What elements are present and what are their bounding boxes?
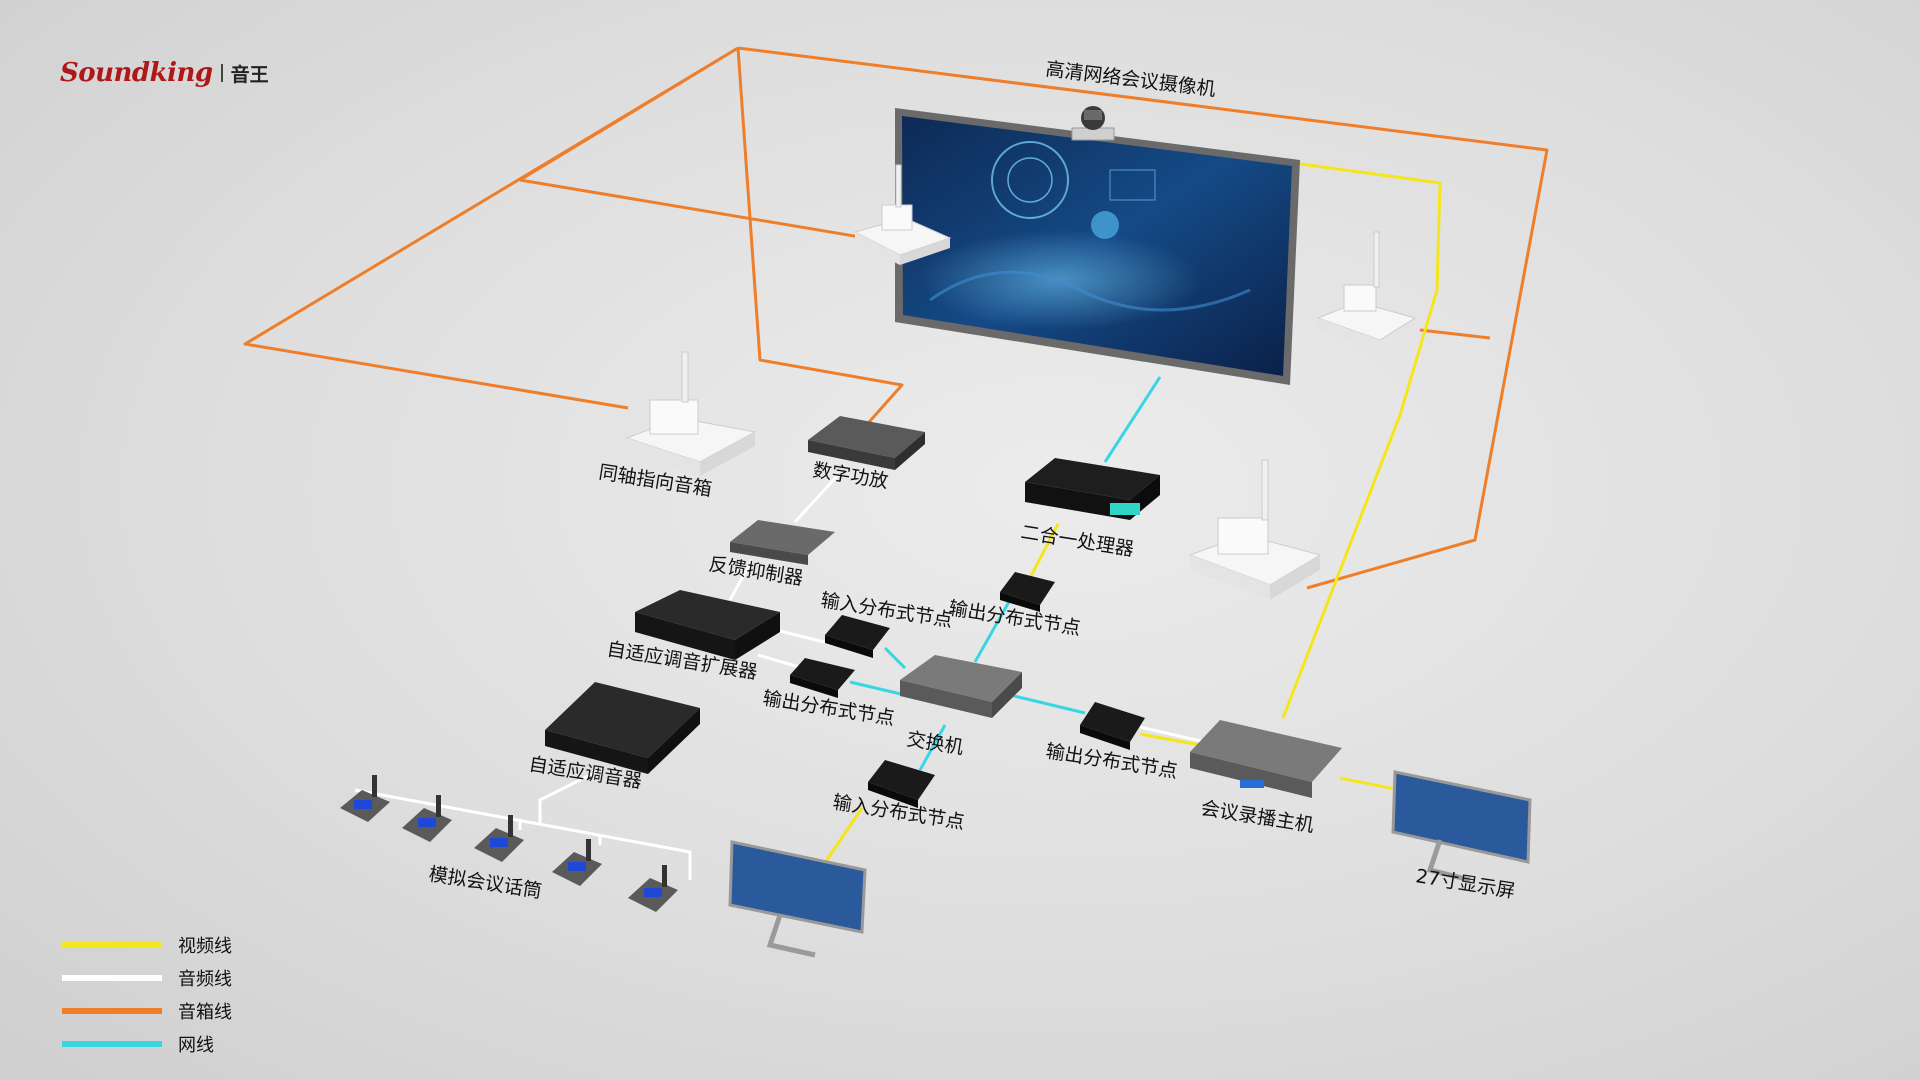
network-cables: [849, 376, 1162, 771]
microphone-5: [628, 865, 678, 912]
speaker-cables: [243, 46, 1549, 590]
audio-cable-expander-node2: [757, 653, 803, 670]
audio-cable-mixer: [538, 768, 601, 825]
main-display: [895, 108, 1300, 385]
logo-brand-text: Soundking: [60, 58, 213, 88]
legend-label-network: 网线: [178, 1034, 214, 1056]
audio-cable-recorder: [1139, 725, 1206, 744]
speaker-cable-right: [1419, 328, 1491, 340]
speaker-rear-right: [1316, 231, 1417, 350]
video-cable-recorder-node: [1139, 732, 1201, 747]
microphone-4: [552, 839, 602, 886]
label-mics: 模拟会议话筒: [427, 863, 543, 903]
microphone-1: [340, 775, 390, 822]
legend-swatch-audio: [62, 974, 162, 981]
feedback-suppressor: [730, 520, 835, 565]
video-cable-bottom-node: [818, 807, 864, 871]
legend-label-audio: 音频线: [178, 968, 232, 990]
speaker-cable-amp-top: [519, 178, 909, 247]
label-out-node-3: 输出分布式节点: [1044, 740, 1179, 783]
output-node-3: [1080, 702, 1145, 750]
network-cable-switch-node4: [918, 724, 947, 771]
legend-item-audio: 音频线: [62, 961, 232, 994]
network-cable-node2-switch: [849, 680, 906, 697]
speaker-cable-outer-loop: [737, 46, 1549, 590]
label-switch: 交换机: [905, 728, 965, 759]
label-recorder: 会议录播主机: [1199, 797, 1315, 837]
audio-cable-mic-bus: [354, 788, 692, 880]
logo-chinese-text: 音王: [230, 63, 269, 86]
video-cable-processor: [1028, 523, 1060, 579]
video-cable-monitor: [1339, 776, 1401, 792]
conference-microphones: [340, 775, 678, 912]
legend-item-video: 视频线: [62, 928, 232, 961]
speaker-cable-amp: [736, 47, 904, 431]
brand-logo: Soundking 音王: [60, 58, 269, 88]
adaptive-mixer: [545, 682, 700, 774]
legend: 视频线 音频线 音箱线 网线: [62, 928, 232, 1060]
recording-host: [1190, 720, 1342, 798]
speaker-cable-left-front: [519, 46, 739, 182]
monitor-bottom: [728, 840, 867, 958]
network-cable-screen-processor: [1103, 376, 1162, 463]
audio-cable-feedback-expander: [728, 559, 754, 601]
legend-item-speaker: 音箱线: [62, 994, 232, 1027]
label-monitor: 27寸显示屏: [1414, 865, 1516, 902]
legend-item-network: 网线: [62, 1027, 232, 1060]
network-switch: [900, 655, 1022, 718]
legend-label-speaker: 音箱线: [178, 1001, 232, 1023]
network-cable-switch-node3: [1009, 693, 1086, 715]
speaker-cable-left-rear: [243, 46, 739, 410]
speaker-rear-left: [853, 164, 952, 265]
microphone-3: [474, 815, 524, 862]
legend-label-video: 视频线: [178, 935, 232, 957]
input-node-2: [868, 760, 935, 808]
label-processor: 二合一处理器: [1019, 521, 1135, 561]
conference-camera: [1071, 106, 1115, 141]
legend-swatch-network: [62, 1040, 162, 1047]
logo-separator: [220, 64, 223, 82]
monitor-right: [1391, 770, 1532, 883]
audio-cable-amp-feedback: [793, 473, 840, 524]
speaker-front-right: [1188, 459, 1322, 600]
adaptive-mixer-expander: [635, 590, 780, 660]
digital-amplifier: [808, 416, 925, 470]
two-in-one-processor: [1025, 458, 1160, 520]
output-node-2: [790, 658, 855, 698]
network-cable-node-switch: [883, 646, 907, 670]
microphone-2: [402, 795, 452, 842]
video-cable-camera: [1109, 136, 1442, 719]
label-camera: 高清网络会议摄像机: [1044, 58, 1216, 101]
legend-swatch-speaker: [62, 1007, 162, 1014]
output-node-1: [1000, 572, 1055, 612]
network-cable-processor-switch: [973, 599, 1012, 663]
video-cables: [818, 136, 1442, 871]
speaker-front-left: [625, 351, 757, 476]
input-node-1: [825, 615, 890, 658]
legend-swatch-video: [62, 941, 162, 948]
